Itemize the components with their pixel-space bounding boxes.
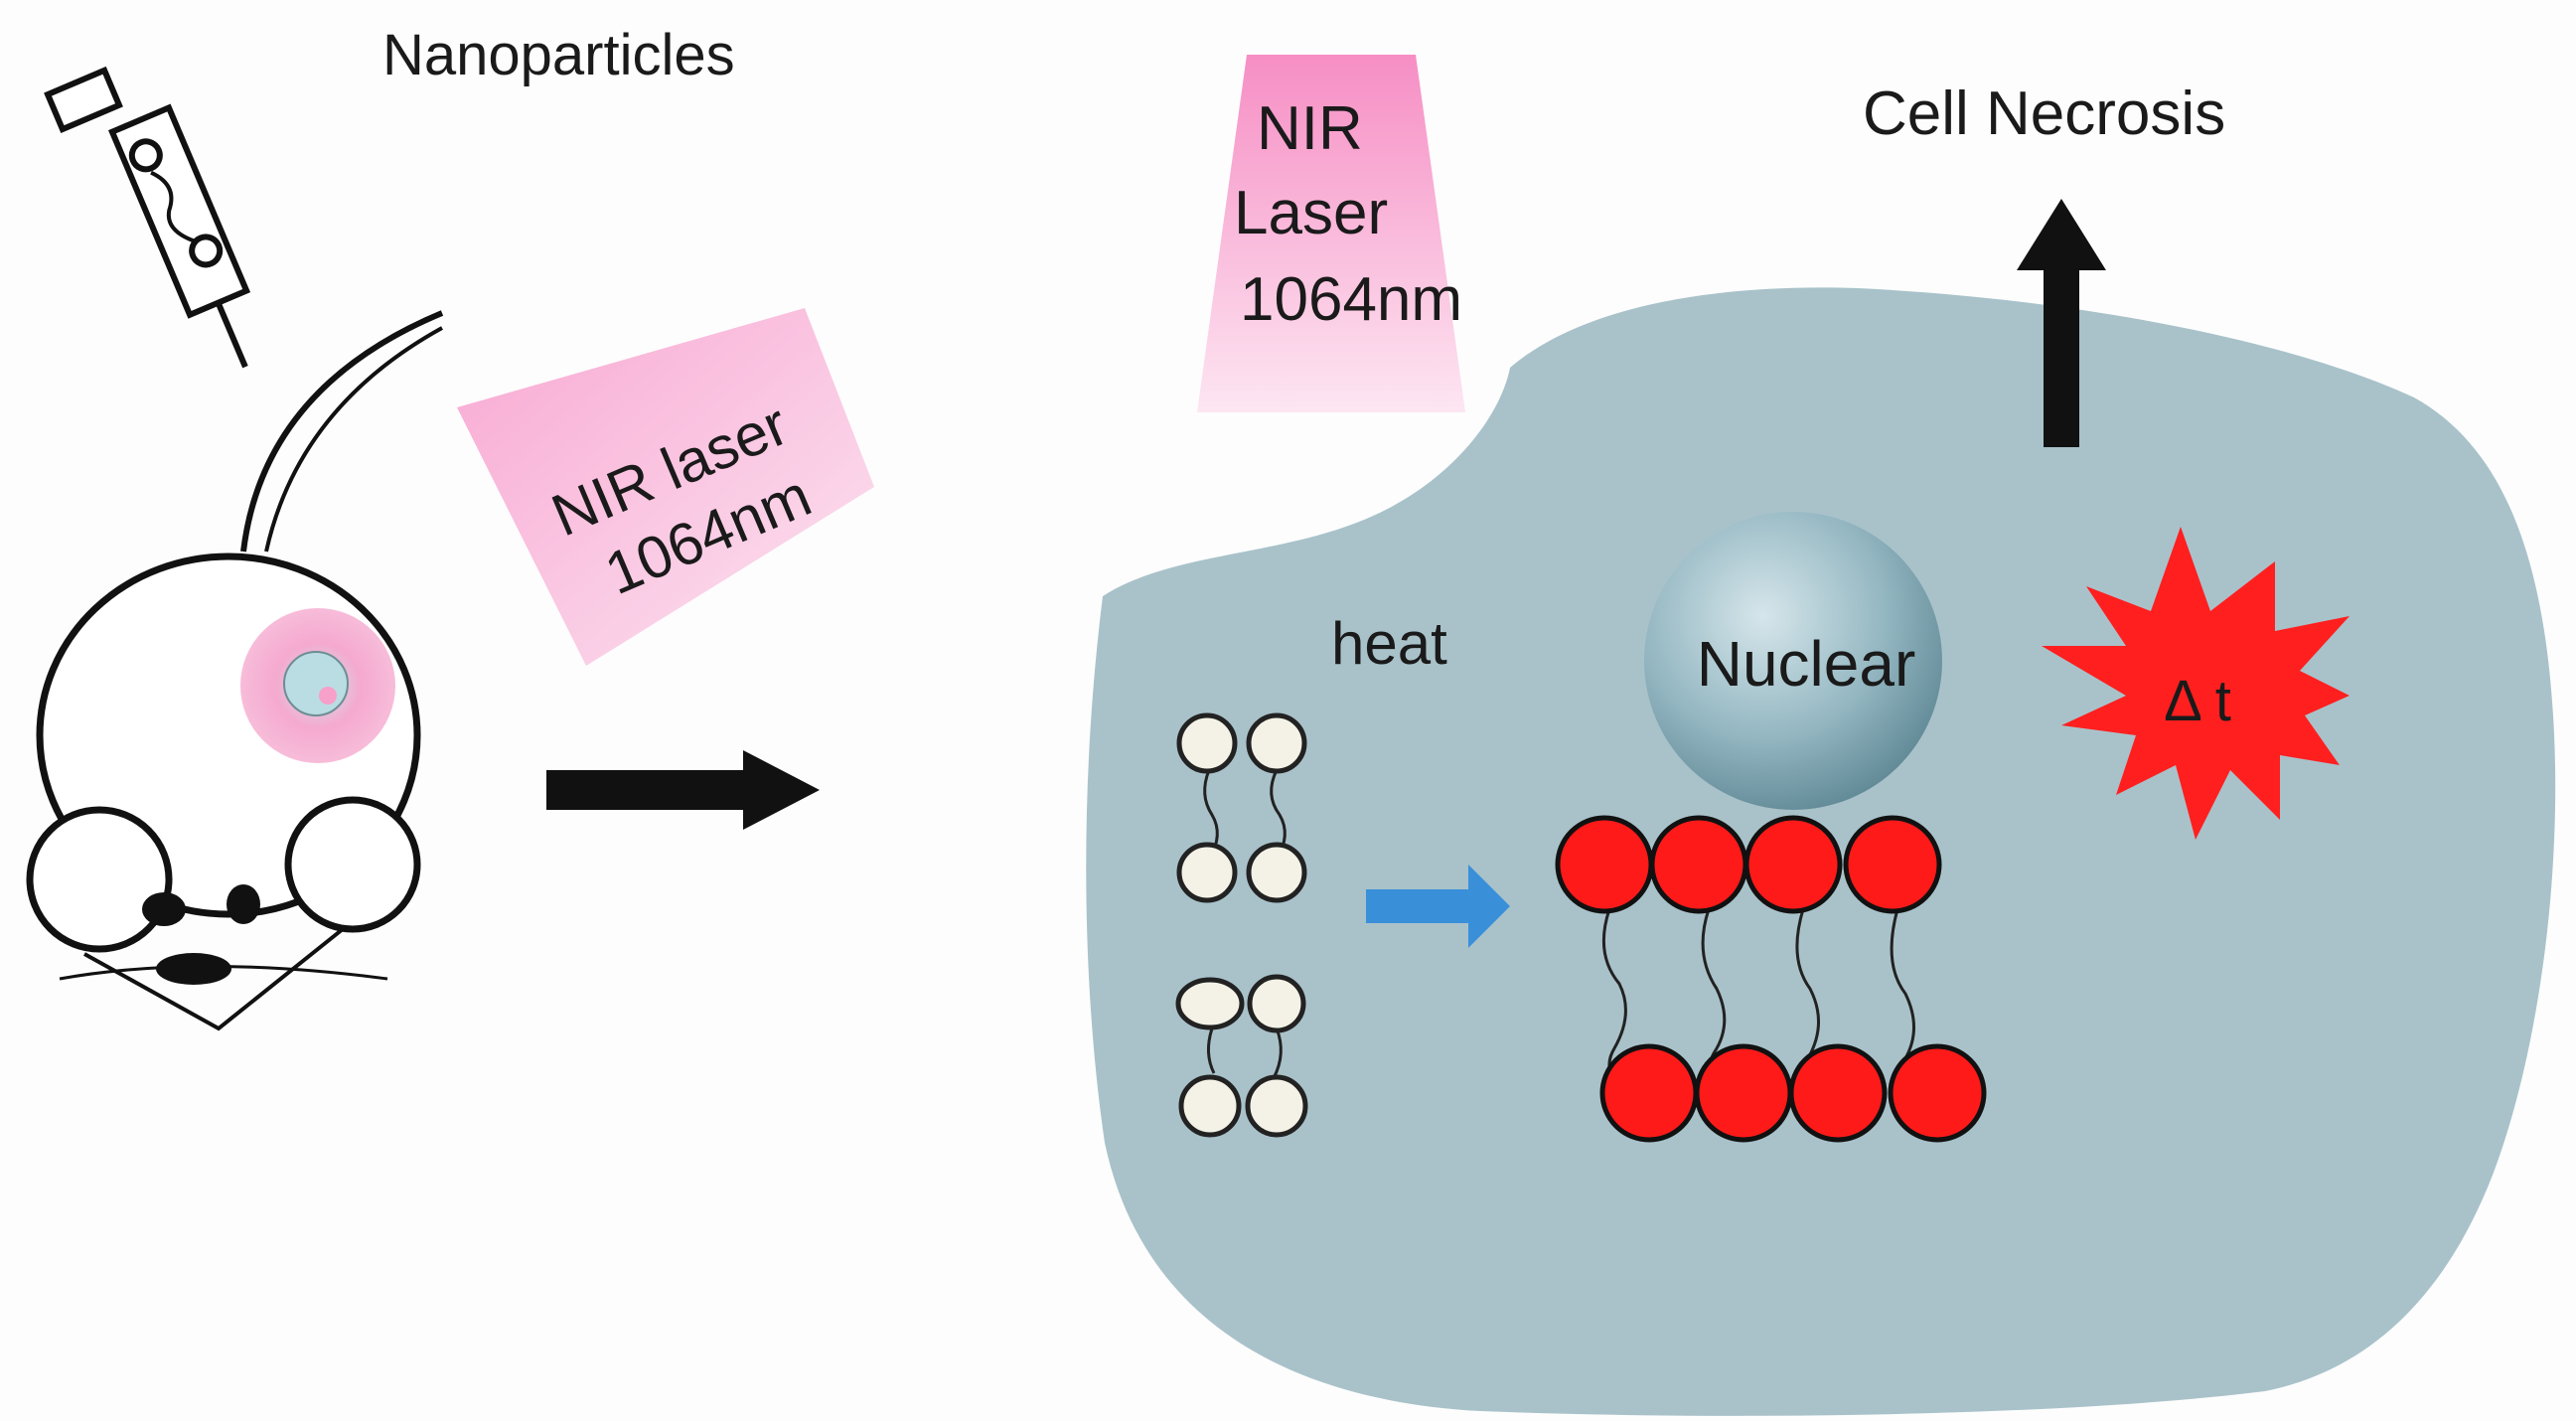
lipid-group-top bbox=[1176, 712, 1307, 903]
syringe-icon bbox=[44, 66, 251, 369]
nucleus bbox=[1644, 512, 1942, 810]
label-delta-t: Δ t bbox=[2164, 669, 2231, 733]
label-laser-right-line2: Laser bbox=[1234, 179, 1388, 247]
lipid-group-bottom bbox=[1175, 974, 1308, 1138]
label-laser-right-line3: 1064nm bbox=[1240, 265, 1462, 334]
process-arrow-right bbox=[546, 750, 820, 830]
laser-beam-left bbox=[457, 308, 874, 666]
label-nanoparticles: Nanoparticles bbox=[382, 23, 735, 87]
starburst-icon bbox=[2042, 527, 2349, 840]
lipid-bilayer bbox=[1555, 815, 1987, 1143]
label-nuclear: Nuclear bbox=[1697, 628, 1916, 700]
label-heat: heat bbox=[1331, 610, 1447, 677]
mouse-icon bbox=[26, 310, 444, 1031]
laser-beam-right bbox=[1197, 55, 1465, 412]
necrosis-arrow-up bbox=[2017, 199, 2106, 447]
heat-transition-arrow bbox=[1366, 865, 1510, 948]
label-cell-necrosis: Cell Necrosis bbox=[1863, 79, 2225, 148]
label-laser-right-line1: NIR bbox=[1257, 94, 1363, 163]
